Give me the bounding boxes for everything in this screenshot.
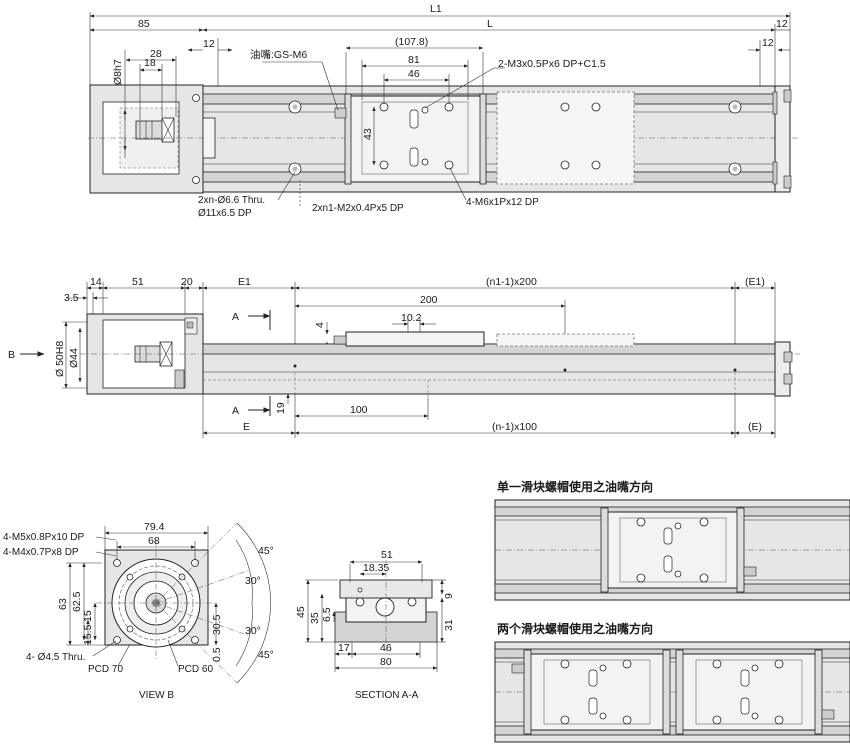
view-label-b: B xyxy=(8,349,15,361)
dim-9: 9 xyxy=(443,593,455,599)
section-label-a-bottom: A xyxy=(232,405,239,417)
m2-note: 2xn1-M2x0.4Px5 DP xyxy=(312,203,404,214)
dim-80: 80 xyxy=(380,656,392,668)
dim-n-pitch: (n-1)x100 xyxy=(492,421,537,433)
m4-note: 4-M4x0.7Px8 DP xyxy=(3,547,79,558)
dim-0-5: 0.5 xyxy=(211,647,223,662)
angle-45-bottom: 45° xyxy=(258,649,274,661)
angle-30-b: 30° xyxy=(245,625,261,637)
dim-12-right-inner: 12 xyxy=(762,37,774,49)
dim-31: 31 xyxy=(443,619,455,631)
dim-L1: L1 xyxy=(430,3,442,15)
dim-43: 43 xyxy=(362,128,374,140)
double-block-title: 两个滑块螺帽使用之油嘴方向 xyxy=(497,621,653,636)
dim-50h8: Ø 50H8 xyxy=(54,341,66,377)
dim-15-5: 15.5 xyxy=(82,624,94,645)
dim-30-5: 30.5 xyxy=(211,614,223,635)
dim-79-4: 79.4 xyxy=(144,521,165,533)
dim-107-8: (107.8) xyxy=(395,36,428,48)
dim-44: Ø44 xyxy=(68,348,80,368)
thru-note-1: 2xn-Ø6.6 Thru. xyxy=(198,195,265,206)
dim-E: E xyxy=(243,421,250,433)
section-aa: 51 18.35 45 35 6.5 9 31 17 46 80 SECTION… xyxy=(295,549,455,701)
angle-45-top: 45° xyxy=(258,545,274,557)
thru-note-2: Ø11x6.5 DP xyxy=(198,208,252,219)
dim-n1-pitch: (n1-1)x200 xyxy=(486,276,537,288)
dim-85: 85 xyxy=(138,18,150,30)
pcd60-label: PCD 60 xyxy=(178,664,213,675)
single-block-title: 单一滑块螺帽使用之油嘴方向 xyxy=(497,479,653,494)
dim-15-left: 15 xyxy=(82,610,94,622)
dim-8h7: Ø8h7 xyxy=(112,59,124,85)
dim-14: 14 xyxy=(90,276,102,288)
m6-note: 4-M6x1Px12 DP xyxy=(466,197,539,208)
dim-46-aa: 46 xyxy=(380,642,392,654)
dim-100: 100 xyxy=(350,404,368,416)
dim-L: L xyxy=(487,18,493,30)
dim-18-35: 18.35 xyxy=(363,562,389,574)
single-block-view: 单一滑块螺帽使用之油嘴方向 xyxy=(494,479,850,601)
dim-45: 45 xyxy=(295,606,307,618)
dim-12-right: 12 xyxy=(776,18,788,30)
dim-12-left: 12 xyxy=(203,38,215,50)
dim-28: 28 xyxy=(150,48,162,60)
m5-note: 4-M5x0.8Px10 DP xyxy=(3,532,84,543)
thru-note: 4- Ø4.5 Thru. xyxy=(26,652,85,663)
dim-E-paren: (E) xyxy=(748,421,762,433)
section-aa-caption: SECTION A-A xyxy=(355,690,419,701)
view-b: 45° 30° 30° 45° 79.4 68 4-M5x0.8Px10 DP … xyxy=(3,521,274,701)
dim-E1: E1 xyxy=(238,276,251,288)
m3-note: 2-M3x0.5Px6 DP+C1.5 xyxy=(498,58,606,70)
dim-10-2: 10.2 xyxy=(401,312,422,324)
dim-3-5: 3.5 xyxy=(64,292,79,304)
dim-68: 68 xyxy=(148,535,160,547)
oil-nozzle-note: 油嘴:GS-M6 xyxy=(250,48,307,61)
dim-6-5: 6.5 xyxy=(321,607,333,622)
dim-4: 4 xyxy=(314,322,326,328)
dim-17: 17 xyxy=(338,642,350,654)
dim-35: 35 xyxy=(309,612,321,624)
dim-81: 81 xyxy=(408,54,420,66)
dim-18: 18 xyxy=(144,57,156,69)
dim-51: 51 xyxy=(132,276,144,288)
top-view: L1 L 12 85 12 12 Ø8h7 xyxy=(88,3,800,219)
dim-51-aa: 51 xyxy=(381,549,393,561)
dim-200: 200 xyxy=(420,294,438,306)
side-view: 14 51 20 3.5 E1 (n1-1)x200 (E1) 200 10.2… xyxy=(8,276,800,438)
dim-19: 19 xyxy=(275,402,287,414)
dim-20: 20 xyxy=(181,276,193,288)
view-b-caption: VIEW B xyxy=(139,690,174,701)
dim-E1-paren: (E1) xyxy=(745,276,765,288)
dim-46: 46 xyxy=(408,68,420,80)
section-label-a-top: A xyxy=(232,311,239,323)
angle-30-a: 30° xyxy=(245,575,261,587)
double-block-view: 两个滑块螺帽使用之油嘴方向 xyxy=(494,621,850,743)
dim-63: 63 xyxy=(57,598,69,610)
dim-62-5: 62.5 xyxy=(71,591,83,612)
pcd70-label: PCD 70 xyxy=(88,664,123,675)
